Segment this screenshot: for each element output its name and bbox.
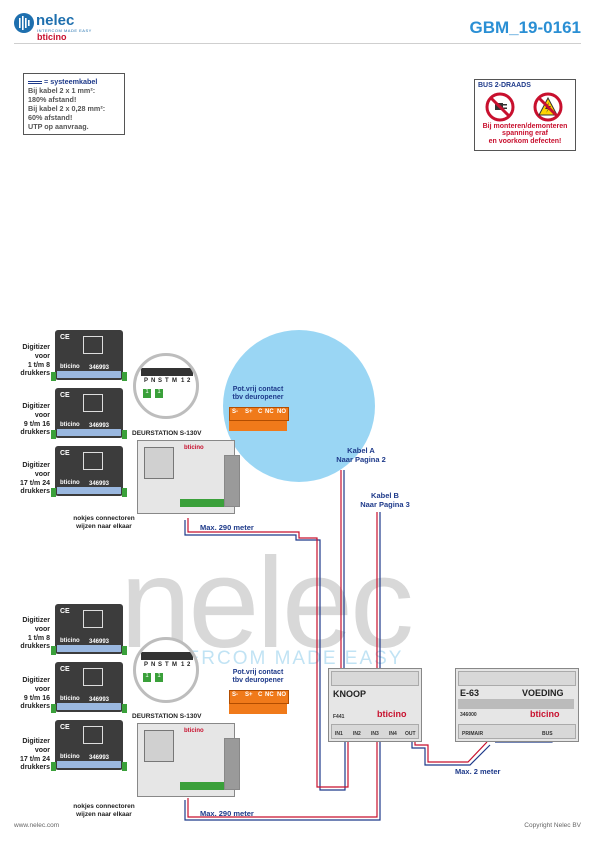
door-station: bticino: [137, 723, 235, 797]
note-title: = systeemkabel: [44, 77, 98, 86]
system-cable-symbol: [28, 80, 42, 84]
max-distance-top: Max. 290 meter: [200, 523, 254, 532]
no-plug-icon: [485, 92, 515, 122]
camera-module: [224, 455, 240, 507]
footer-copyright: Copyright Nelec BV: [524, 822, 581, 829]
label-window: [83, 336, 103, 354]
note-line: 60% afstand!: [28, 113, 73, 122]
note-line: 180% afstand!: [28, 95, 77, 104]
logo-icon: [14, 13, 34, 33]
no-high-voltage-icon: [533, 92, 563, 122]
bus-warning: BUS 2-DRAADS Bij monteren/demonteren spa…: [474, 79, 576, 151]
camera-module: [224, 738, 240, 790]
relay-screws: [229, 421, 287, 431]
document-id: GBM_19-0161: [469, 18, 581, 37]
note-line: UTP op aanvraag.: [28, 122, 89, 131]
knoop-module: KNOOP F441 bticino IN1 IN2 IN3 IN4 OUT: [328, 668, 422, 742]
logo-mark: [14, 12, 34, 34]
relay-screws: [229, 704, 287, 714]
station-name: DEURSTATION S-130V: [132, 713, 202, 720]
cable-note: = systeemkabel Bij kabel 2 x 1 mm²: 180%…: [23, 73, 125, 135]
partner-brand: bticino: [37, 32, 67, 42]
header-divider: [14, 43, 581, 44]
warning-line: spanning eraf: [502, 130, 548, 138]
brand-tagline: INTERCOM MADE EASY: [37, 28, 92, 33]
max-distance-bottom: Max. 290 meter: [200, 809, 254, 818]
relay-terminal-block: S- S+ C NC NO: [229, 690, 289, 704]
warning-title: BUS 2-DRAADS: [478, 82, 531, 89]
power-supply: E-63 VOEDING 346000 bticino PRIMAIR BUS: [455, 668, 579, 742]
terminal-magnifier: P N S T M 1 2 1 1: [133, 353, 199, 419]
terminal-magnifier: P N S T M 1 2 1 1: [133, 637, 199, 703]
button-connector-strip: [57, 371, 121, 378]
warning-line: en voorkom defecten!: [488, 137, 562, 145]
max-distance-supply: Max. 2 meter: [455, 767, 501, 776]
watermark-circle: [223, 330, 375, 482]
station-name: DEURSTATION S-130V: [132, 430, 202, 437]
knoop-top-terminals: [331, 671, 419, 686]
warning-line: Bij monteren/demonteren: [482, 123, 568, 130]
knoop-bottom-terminals: [331, 724, 419, 739]
footer-website: www.nelec.com: [14, 822, 60, 829]
brand-name: nelec: [36, 12, 75, 29]
watermark-tagline: INTERCOM MADE EASY: [150, 648, 404, 669]
note-line: Bij kabel 2 x 0,28 mm²:: [28, 104, 106, 113]
note-line: Bij kabel 2 x 1 mm²:: [28, 86, 96, 95]
door-station: bticino: [137, 440, 235, 514]
relay-terminal-block: S- S+ C NC NO: [229, 407, 289, 421]
